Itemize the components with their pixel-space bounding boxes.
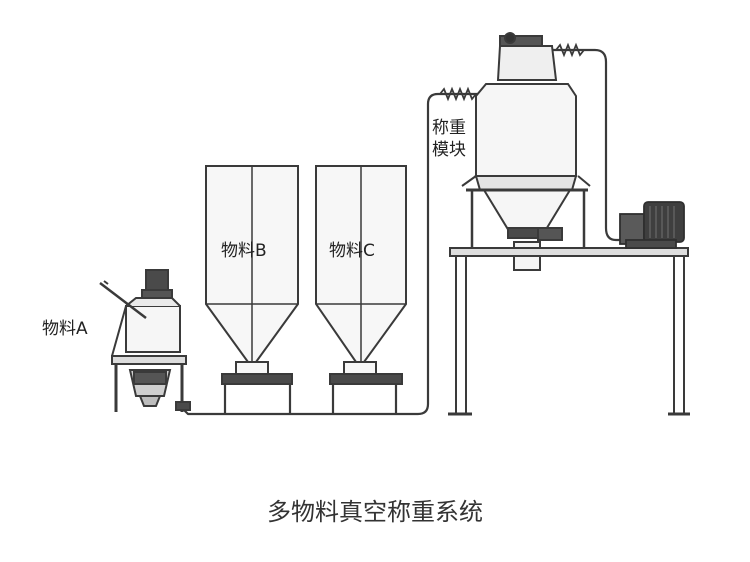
label-weighing-module-line2: 模块 bbox=[432, 140, 466, 160]
weighing-station bbox=[448, 32, 690, 416]
silo-b bbox=[205, 165, 299, 385]
silo-c bbox=[315, 165, 407, 385]
label-material-a: 物料A bbox=[42, 319, 88, 339]
vacuum-pump bbox=[619, 201, 685, 249]
label-material-b: 物料B bbox=[221, 241, 267, 261]
flex-hose-top bbox=[555, 42, 585, 58]
flex-hose-inlet bbox=[439, 86, 477, 102]
conveying-pipe bbox=[182, 48, 626, 416]
material-a-mixer bbox=[99, 269, 191, 412]
label-material-c: 物料C bbox=[329, 241, 375, 261]
diagram-caption: 多物料真空称重系统 bbox=[267, 498, 483, 526]
label-weighing-module-line1: 称重 bbox=[432, 118, 466, 138]
